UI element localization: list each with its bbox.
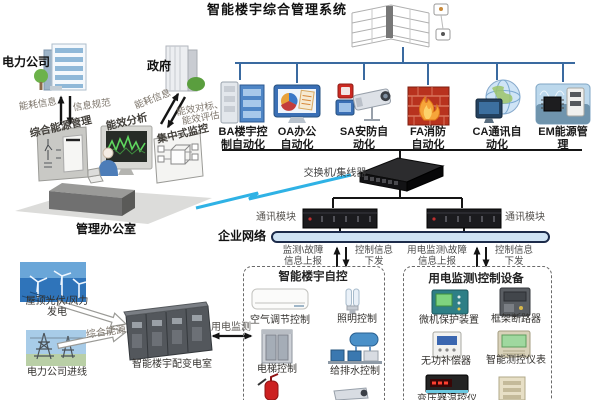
switch-icon <box>358 157 445 192</box>
enterprise-network-label: 企业网络 <box>218 229 267 243</box>
protection-relay-icon <box>431 289 469 315</box>
temp-controller-label: 变压器温控仪 <box>417 394 477 400</box>
power-company-label: 电力公司 <box>2 55 51 69</box>
reactive-compensator-icon <box>432 331 462 358</box>
government-arrows <box>159 92 187 129</box>
flow-power-control-label: 控制信息下发 <box>494 245 534 267</box>
ba-building-automation-icon <box>220 81 265 124</box>
ac-label: 空气调节控制 <box>250 315 310 326</box>
building-automation-box <box>243 266 385 400</box>
power-monitor-label: 用电监测 <box>211 322 251 333</box>
subsystem-ba-label: BA楼宇控制自动化 <box>218 126 268 151</box>
power-company-building-icon <box>34 43 87 91</box>
comm-module-right-label: 通讯模块 <box>505 212 545 223</box>
sa-security-automation-icon <box>335 83 392 121</box>
pv-wind-label: 屋顶光伏/风力发电 <box>25 296 89 318</box>
breaker-label: 框架断路器 <box>491 314 541 325</box>
switch-label: 交换机/集线器 <box>303 168 367 179</box>
cctv-camera-icon <box>333 387 369 400</box>
integrated-energy-arrows <box>56 299 128 350</box>
subsystem-fa-label: FA消防自动化 <box>409 126 447 151</box>
grid-in-label: 电力公司进线 <box>27 367 87 378</box>
subsystem-sa-label: SA安防自动化 <box>339 126 389 151</box>
lightning-link <box>195 173 352 210</box>
grid-towers-photo <box>26 330 86 366</box>
water-pump-icon <box>328 332 382 364</box>
government-building-icon <box>165 45 205 92</box>
sensor-icons <box>433 3 451 41</box>
oa-office-automation-icon <box>273 84 321 123</box>
subsystem-oa-label: OA办公自动化 <box>277 126 317 151</box>
comm-module-left-label: 通讯模块 <box>256 212 296 223</box>
power-box-title: 用电监测\控制设备 <box>428 273 524 285</box>
subsystem-em-label: EM能源管理 <box>538 126 588 151</box>
comm-module-left-icon <box>302 208 378 229</box>
subsystem-tree-lines <box>235 47 575 85</box>
wireframe-building-icon <box>351 4 430 48</box>
diagram-title: 智能楼宇综合管理系统 <box>206 2 348 17</box>
enterprise-network-bus <box>271 231 550 243</box>
flow-monitor-label: 监测\故障信息上报 <box>282 245 324 267</box>
building-box-title: 智能楼宇自控 <box>278 271 348 283</box>
office-label: 管理办公室 <box>75 222 137 236</box>
ca-communication-automation-icon <box>475 79 521 123</box>
elevator-icon <box>261 329 293 364</box>
fa-fire-automation-icon <box>407 86 450 126</box>
temp-controller-icon <box>425 374 469 394</box>
fire-extinguisher-icon <box>257 373 279 400</box>
substation-icon <box>123 301 213 361</box>
subsystem-ca-label: CA通讯自动化 <box>472 126 522 151</box>
power-company-arrows <box>57 95 74 126</box>
lighting-label: 照明控制 <box>337 314 377 325</box>
em-energy-management-icon <box>535 83 591 125</box>
water-label: 给排水控制 <box>330 366 380 377</box>
substation-label: 智能楼宇配变电室 <box>132 359 212 370</box>
pv-wind-photo <box>20 262 87 303</box>
management-office-scene <box>15 125 212 224</box>
flow-power-monitor-label: 用电监测\故障信息上报 <box>407 245 467 267</box>
power-monitor-box <box>403 266 552 400</box>
flow-control-label: 控制信息下发 <box>354 245 394 267</box>
flow-arrows <box>333 246 490 268</box>
protection-label: 微机保护装置 <box>419 315 479 326</box>
cfl-bulb-icon <box>345 288 360 314</box>
elevator-label: 电梯控制 <box>257 364 297 375</box>
ac-unit-icon <box>251 288 309 310</box>
compensator-label: 无功补偿器 <box>421 356 471 367</box>
frame-breaker-icon <box>499 287 531 317</box>
comm-module-right-icon <box>426 208 502 229</box>
power-cabinet-icon <box>498 376 526 400</box>
government-label: 政府 <box>147 59 172 73</box>
smart-meter-icon <box>497 330 531 358</box>
meter-label: 智能测控仪表 <box>486 355 546 366</box>
